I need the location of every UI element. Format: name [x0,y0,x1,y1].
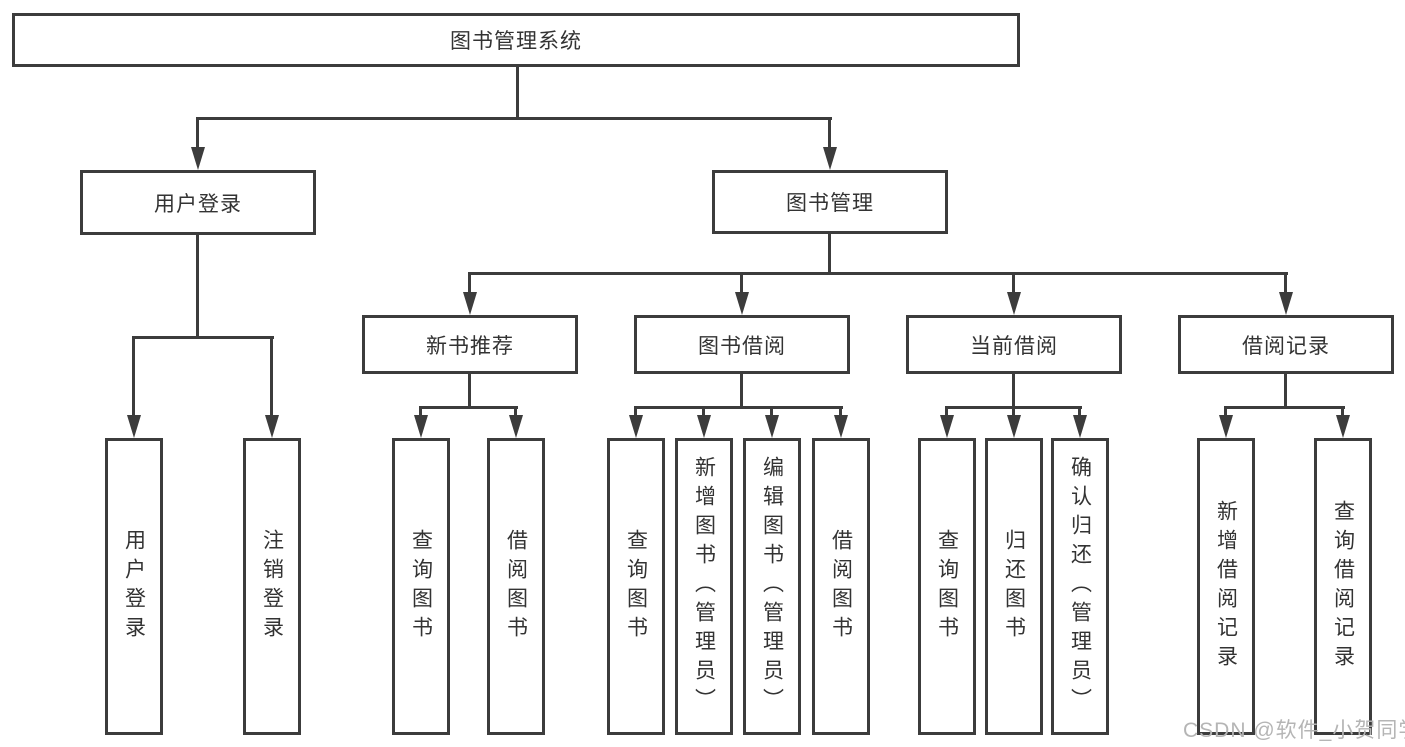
leaf-user-login: 用户登录 [105,438,163,735]
connector-line [1012,272,1015,293]
connector-line [419,406,422,415]
node-label: 新增借阅记录 [1214,499,1238,674]
leaf-query-books-borrowing: 查询图书 [607,438,665,735]
leaf-confirm-return-admin: 确认归还（管理员） [1051,438,1109,735]
node-label: 注销登录 [260,528,284,645]
down-arrow-icon [191,147,205,170]
down-arrow-icon [1219,415,1233,438]
node-current-borrowing: 当前借阅 [906,315,1122,374]
connector-line [196,117,199,148]
down-arrow-icon [463,292,477,315]
leaf-return-books: 归还图书 [985,438,1043,735]
down-arrow-icon [1279,292,1293,315]
node-label: 查询图书 [409,528,433,645]
node-label: 新书推荐 [426,334,514,358]
node-label: 编辑图书（管理员） [760,456,784,717]
node-user-login: 用户登录 [80,170,316,235]
connector-line [945,406,948,415]
node-label: 归还图书 [1002,528,1026,645]
down-arrow-icon [1007,292,1021,315]
node-label: 图书借阅 [698,334,786,358]
down-arrow-icon [697,415,711,438]
node-label: 用户登录 [154,192,242,216]
leaf-edit-books-admin: 编辑图书（管理员） [743,438,801,735]
connector-line [1284,272,1287,293]
node-label: 查询图书 [935,528,959,645]
down-arrow-icon [940,415,954,438]
node-new-book-recommend: 新书推荐 [362,315,578,374]
connector-line [468,272,1288,275]
connector-line [828,234,831,272]
node-book-borrowing: 图书借阅 [634,315,850,374]
node-label: 新增图书（管理员） [692,456,716,717]
connector-line [1012,374,1015,406]
down-arrow-icon [823,147,837,170]
connector-line [1224,406,1227,415]
leaf-add-books-admin: 新增图书（管理员） [675,438,733,735]
leaf-add-borrow-record: 新增借阅记录 [1197,438,1255,735]
connector-line [468,272,471,293]
connector-line [1341,406,1344,415]
down-arrow-icon [1336,415,1350,438]
leaf-query-books-recommend: 查询图书 [392,438,450,735]
down-arrow-icon [127,415,141,438]
connector-line [740,272,743,293]
connector-line [196,117,832,120]
connector-line [740,374,743,406]
connector-line [1012,406,1015,415]
leaf-query-borrow-record: 查询借阅记录 [1314,438,1372,735]
connector-line [132,336,274,339]
connector-line [1224,406,1345,409]
csdn-watermark: CSDN @软件_小贺同学 [1183,719,1405,742]
connector-line [1078,406,1081,415]
down-arrow-icon [629,415,643,438]
down-arrow-icon [834,415,848,438]
connector-line [839,406,842,415]
node-label: 图书管理系统 [450,30,582,53]
node-label: 借阅图书 [829,528,853,645]
connector-line [516,67,519,117]
connector-line [634,406,843,409]
down-arrow-icon [735,292,749,315]
down-arrow-icon [1007,415,1021,438]
node-label: 查询图书 [624,528,648,645]
node-library-management-system: 图书管理系统 [12,13,1020,67]
node-label: 用户登录 [122,528,146,645]
connector-line [770,406,773,415]
down-arrow-icon [1073,415,1087,438]
connector-line [634,406,637,415]
connector-line [196,235,199,336]
node-borrowing-records: 借阅记录 [1178,315,1394,374]
connector-line [270,336,273,415]
down-arrow-icon [765,415,779,438]
down-arrow-icon [509,415,523,438]
node-label: 图书管理 [786,192,874,215]
node-label: 查询借阅记录 [1331,499,1355,674]
leaf-logout-login: 注销登录 [243,438,301,735]
connector-line [828,117,831,148]
node-label: 借阅图书 [504,528,528,645]
connector-line [468,374,471,406]
node-label: 确认归还（管理员） [1068,456,1092,717]
leaf-borrow-books-recommend: 借阅图书 [487,438,545,735]
connector-line [419,406,518,409]
node-book-management: 图书管理 [712,170,948,234]
node-label: 当前借阅 [970,334,1058,358]
connector-line [514,406,517,415]
down-arrow-icon [265,415,279,438]
connector-line [1284,374,1287,406]
node-label: 借阅记录 [1242,334,1330,358]
down-arrow-icon [414,415,428,438]
leaf-borrow-books-borrowing: 借阅图书 [812,438,870,735]
connector-line [132,336,135,415]
leaf-query-books-current: 查询图书 [918,438,976,735]
connector-line [702,406,705,415]
